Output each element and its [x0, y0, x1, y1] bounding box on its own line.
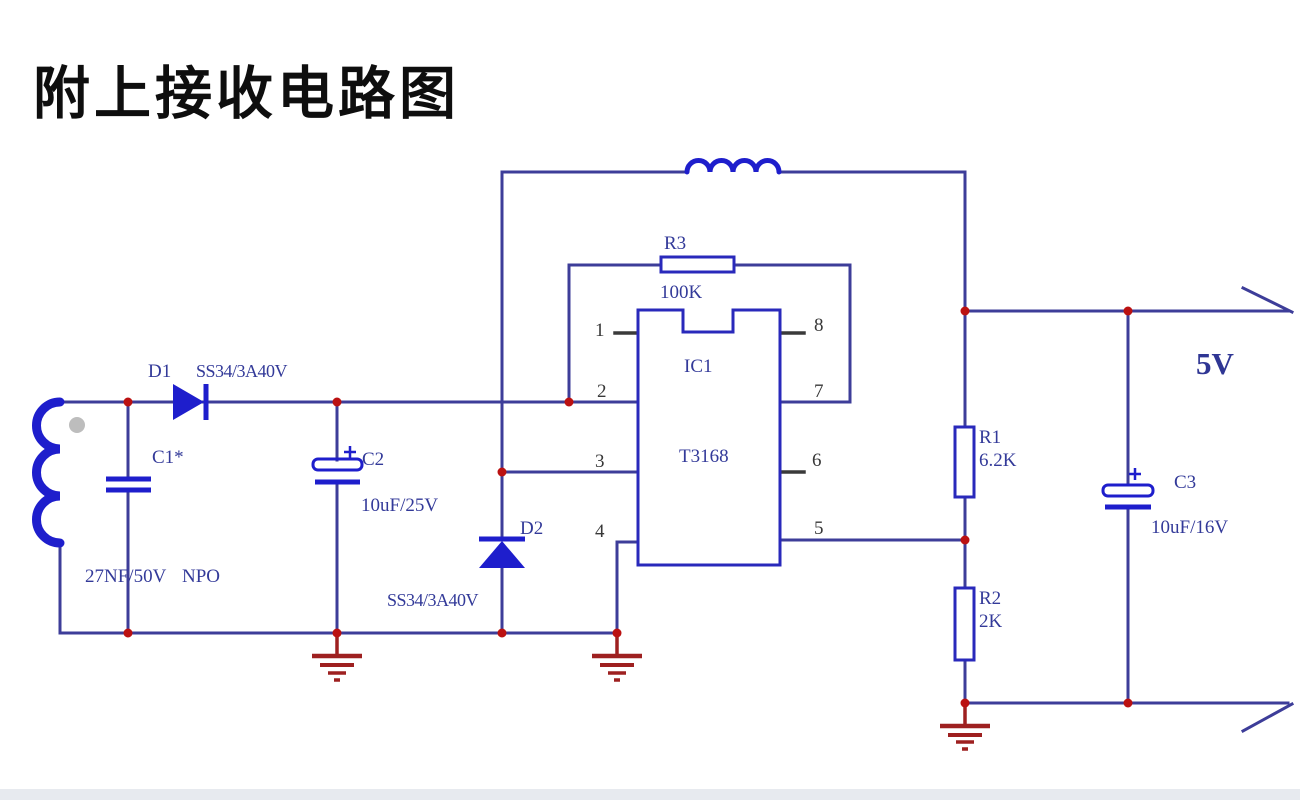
- coil-phase-dot: [69, 417, 85, 433]
- capacitor-c1-symbol: [106, 476, 151, 493]
- ic1-pin6-label: 6: [812, 450, 822, 471]
- wire-r3-right-leg: [732, 263, 852, 404]
- d1-anode-triangle: [173, 384, 204, 420]
- c1-value-label: 27NF/50V: [85, 566, 167, 587]
- r3-ref-label: R3: [664, 233, 686, 254]
- c3-ref-label: C3: [1174, 472, 1196, 493]
- bottom-strip: [0, 789, 1300, 800]
- c3-plus-icon: [1129, 468, 1141, 480]
- resistor-r3-symbol: [659, 255, 736, 274]
- c2-value-label: 10uF/25V: [361, 495, 438, 516]
- page-title: 附上接收电路图: [33, 62, 460, 126]
- ic1-part-label: T3168: [679, 446, 729, 467]
- diode-d1-symbol: [173, 384, 209, 420]
- inductor-symbol: [684, 158, 782, 175]
- d1-value-label: SS34/3A40V: [196, 361, 288, 381]
- coil-arcs: [32, 397, 65, 548]
- ic1-pin4-label: 4: [595, 521, 605, 542]
- ic1-pin2-label: 2: [597, 381, 607, 402]
- junction-dots: [123, 306, 1133, 708]
- d2-anode-triangle: [479, 541, 525, 568]
- r1-value-label: 6.2K: [979, 450, 1017, 471]
- wire-pin4: [615, 540, 640, 635]
- wire-r3-left-leg: [567, 263, 663, 404]
- c2-plate-top: [311, 457, 364, 472]
- resistor-r2-symbol: [953, 586, 976, 662]
- ic1-pin8-label: 8: [814, 315, 824, 336]
- capacitor-c2-symbol: [311, 446, 364, 485]
- ic1-pin1-label: 1: [595, 320, 605, 341]
- wire-bottom-rail: [58, 541, 619, 635]
- terminal-arrow-top-icon: [1240, 285, 1295, 315]
- capacitor-c3-symbol: [1101, 468, 1155, 510]
- ic1-pin5-label: 5: [814, 518, 824, 539]
- ic1-pin7-label: 7: [814, 381, 824, 402]
- c1-dielectric-label: NPO: [182, 566, 220, 587]
- r2-value-label: 2K: [979, 611, 1003, 632]
- d2-ref-label: D2: [520, 518, 543, 539]
- inductor-arcs: [684, 158, 782, 175]
- r3-value-label: 100K: [660, 282, 703, 303]
- supply-5v-label: 5V: [1196, 346, 1235, 381]
- ic1-pin3-label: 3: [595, 451, 605, 472]
- d1-ref-label: D1: [148, 361, 171, 382]
- r2-ref-label: R2: [979, 588, 1001, 609]
- diode-d2-symbol: [479, 536, 525, 568]
- c3-plate-top: [1101, 483, 1155, 498]
- r1-ref-label: R1: [979, 427, 1001, 448]
- c1-ref-label: C1*: [152, 447, 184, 468]
- c2-plus-icon: [344, 446, 356, 458]
- c2-ref-label: C2: [362, 449, 384, 470]
- ground-symbol-c2: [312, 633, 362, 682]
- ic1-ref-label: IC1: [684, 356, 713, 377]
- coil-symbol: [32, 397, 85, 548]
- ground-symbol-pin4: [592, 633, 642, 682]
- resistor-r1-symbol: [953, 425, 976, 499]
- d2-value-label: SS34/3A40V: [387, 590, 479, 610]
- c3-value-label: 10uF/16V: [1151, 517, 1228, 538]
- ground-symbol-r2: [940, 703, 990, 751]
- terminal-arrow-bottom-icon: [1240, 701, 1295, 734]
- ic1-body: [636, 308, 782, 567]
